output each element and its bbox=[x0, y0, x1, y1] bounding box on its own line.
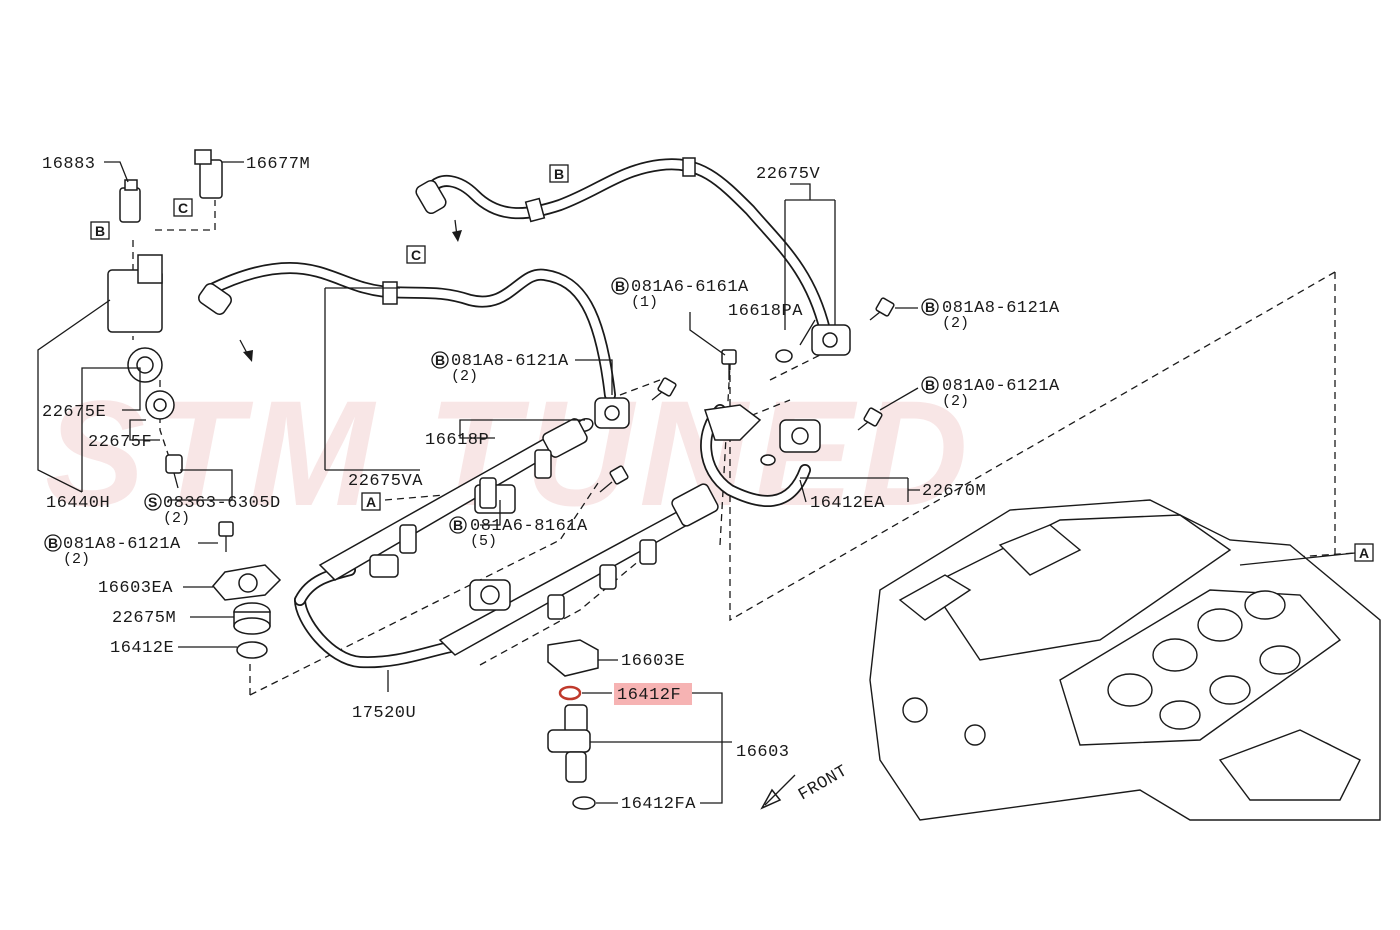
bolt-marker-6161: B bbox=[611, 277, 629, 295]
bolt-marker-s: S bbox=[144, 493, 162, 511]
bolt-081a0 bbox=[857, 407, 883, 431]
svg-text:A: A bbox=[1359, 545, 1369, 561]
svg-text:B: B bbox=[435, 352, 445, 368]
ref-box-b-top: B bbox=[549, 164, 569, 183]
bolt-marker-8161: B bbox=[449, 516, 467, 534]
bolt-marker-left: B bbox=[44, 534, 62, 552]
svg-text:B: B bbox=[615, 278, 625, 294]
label-22675e: 22675E bbox=[42, 403, 106, 422]
label-16412f: 16412F bbox=[617, 686, 681, 705]
label-22675m: 22675M bbox=[112, 609, 176, 628]
ref-box-c-mid: C bbox=[406, 245, 426, 264]
label-16618p: 16618P bbox=[425, 431, 489, 450]
outline-dash bbox=[729, 271, 1336, 622]
hose-22670m bbox=[700, 404, 811, 507]
svg-text:B: B bbox=[925, 377, 935, 393]
ref-box-a-mid: A bbox=[361, 492, 381, 511]
label-22675v: 22675V bbox=[756, 165, 821, 184]
label-16677m: 16677M bbox=[246, 155, 310, 174]
o-ring-16412fa bbox=[572, 796, 596, 810]
svg-text:A: A bbox=[366, 494, 376, 510]
fuel-rail-left bbox=[318, 418, 588, 581]
label-081a0-6121a: 081A0-6121A bbox=[942, 377, 1060, 396]
fitting-16618pa bbox=[775, 324, 851, 363]
label-22675f: 22675F bbox=[88, 433, 152, 452]
hose-22675v bbox=[415, 157, 831, 336]
outline-dash bbox=[384, 491, 481, 501]
plate-16603ea bbox=[212, 564, 282, 601]
svg-text:S: S bbox=[148, 494, 157, 510]
svg-text:C: C bbox=[178, 200, 188, 216]
bolt-081a8-right bbox=[869, 297, 895, 321]
qty-081a8-6121a-left: (2) bbox=[63, 551, 90, 568]
grommet-22675e bbox=[145, 390, 175, 420]
label-16883: 16883 bbox=[42, 155, 96, 174]
injector-16603 bbox=[547, 704, 591, 783]
bolt-marker-right-mid: B bbox=[921, 376, 939, 394]
svg-text:B: B bbox=[453, 517, 463, 533]
qty-081a0-6121a: (2) bbox=[942, 393, 969, 410]
arrow-down-right-icon bbox=[243, 350, 253, 362]
fuel-tube-17520u bbox=[294, 564, 466, 669]
bolt-081a6-8161a bbox=[599, 465, 629, 493]
svg-text:B: B bbox=[554, 166, 564, 182]
qty-081a8-6121a-mid: (2) bbox=[451, 368, 478, 385]
qty-08363-6305d: (2) bbox=[163, 510, 190, 527]
svg-text:B: B bbox=[925, 299, 935, 315]
damper-22675m bbox=[233, 602, 271, 635]
o-ring-16412e bbox=[236, 641, 268, 659]
o-ring-16412f bbox=[558, 685, 582, 701]
label-081a6-8161a: 081A6-8161A bbox=[470, 517, 588, 536]
label-08363-6305d: 08363-6305D bbox=[163, 494, 281, 513]
fuel-rail-right bbox=[438, 483, 719, 656]
outline-dash bbox=[479, 559, 641, 666]
label-22675va: 22675VA bbox=[348, 472, 423, 491]
label-16618pa: 16618PA bbox=[728, 302, 803, 321]
outline-dash bbox=[739, 399, 791, 421]
outline-dash bbox=[719, 364, 731, 546]
outline-dash bbox=[155, 200, 216, 231]
bolt-081a8-left bbox=[218, 521, 234, 552]
outline-dash bbox=[769, 354, 821, 381]
sensor-16883 bbox=[119, 179, 141, 223]
svg-text:B: B bbox=[48, 535, 58, 551]
ref-box-b-left: B bbox=[90, 221, 110, 240]
front-label: FRONT bbox=[796, 762, 852, 805]
arrow-down-right-icon bbox=[452, 230, 462, 242]
bolt-081a6-6161a bbox=[721, 349, 737, 380]
label-081a6-6161a: 081A6-6161A bbox=[631, 278, 749, 297]
svg-text:C: C bbox=[411, 247, 421, 263]
front-arrow-icon bbox=[760, 774, 796, 810]
label-17520u: 17520U bbox=[352, 704, 416, 723]
label-22670m: 22670M bbox=[922, 482, 986, 501]
bolt-08363 bbox=[165, 454, 183, 489]
ref-box-c-left: C bbox=[173, 198, 193, 217]
svg-text:B: B bbox=[95, 223, 105, 239]
label-16412ea: 16412EA bbox=[810, 494, 885, 513]
bolt-marker-right-top: B bbox=[921, 298, 939, 316]
qty-081a8-6121a-right: (2) bbox=[942, 315, 969, 332]
label-081a8-6121a-right: 081A8-6121A bbox=[942, 299, 1060, 318]
engine-block bbox=[869, 499, 1381, 821]
fitting-16412ea bbox=[760, 419, 821, 466]
label-16603e: 16603E bbox=[621, 652, 685, 671]
ref-box-a-right: A bbox=[1354, 543, 1374, 562]
label-081a8-6121a-left: 081A8-6121A bbox=[63, 535, 181, 554]
qty-081a6-6161a: (1) bbox=[631, 294, 658, 311]
label-16412e: 16412E bbox=[110, 639, 174, 658]
label-081a8-6121a-mid: 081A8-6121A bbox=[451, 352, 569, 371]
label-16412fa: 16412FA bbox=[621, 795, 696, 814]
label-highlight bbox=[614, 683, 692, 705]
bolt-081a8-mid bbox=[651, 377, 677, 401]
label-16603ea: 16603EA bbox=[98, 579, 173, 598]
sensor-16677m bbox=[194, 149, 223, 199]
injector-clip-16603e bbox=[547, 639, 599, 677]
label-16603: 16603 bbox=[736, 743, 790, 762]
bolt-marker-mid: B bbox=[431, 351, 449, 369]
qty-081a6-8161a: (5) bbox=[470, 533, 497, 550]
valve-16440h bbox=[107, 254, 163, 383]
label-16440h: 16440H bbox=[46, 494, 110, 513]
leader-lines bbox=[37, 161, 1356, 804]
